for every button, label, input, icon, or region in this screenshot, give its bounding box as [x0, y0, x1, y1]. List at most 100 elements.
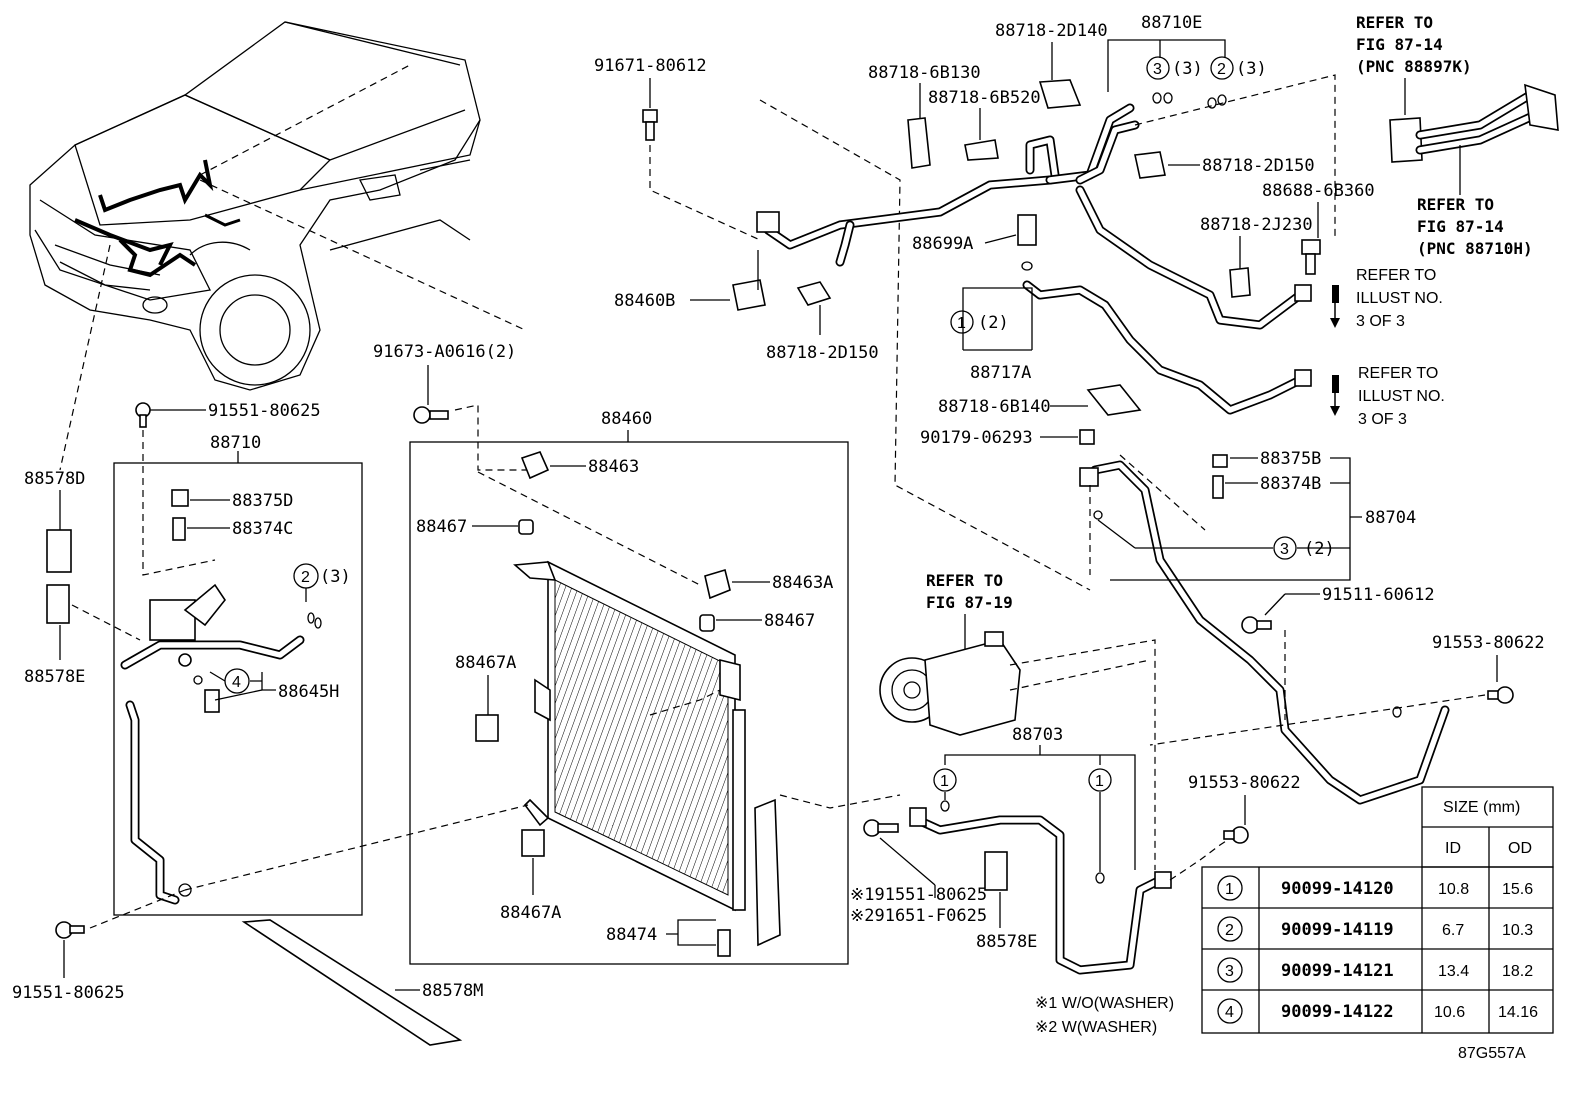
- size-table-col-od: OD: [1508, 840, 1532, 857]
- label-88467A-top: 88467A: [455, 653, 516, 673]
- label-90179-06293: 90179-06293: [920, 428, 1033, 448]
- bolt-91551-80625-top: [135, 402, 151, 428]
- label-88703: 88703: [1012, 725, 1063, 745]
- label-88578E-mid: 88578E: [976, 932, 1037, 952]
- switch-88645H: [204, 689, 220, 713]
- label-88474: 88474: [606, 925, 657, 945]
- figure-code: 87G557A: [1458, 1045, 1526, 1062]
- note-w-washer: ※2 W(WASHER): [1035, 1019, 1157, 1036]
- hose-suction: [756, 103, 1312, 330]
- ref4-line3: 3 OF 3: [1358, 411, 1407, 428]
- ref1-line3: (PNC 88897K): [1356, 57, 1472, 76]
- svg-text:1: 1: [1095, 773, 1104, 790]
- label-91553-80622-right: 91553-80622: [1432, 633, 1545, 653]
- label-88710E: 88710E: [1141, 13, 1202, 33]
- ref3-line1: REFER TO: [1356, 267, 1436, 284]
- callout-2-top-qty: (3): [1236, 59, 1267, 79]
- cushion-88467A-bottom: [521, 829, 545, 857]
- row1-od: 15.6: [1502, 881, 1533, 898]
- ref-fig-87-14-88897K: REFER TO FIG 87-14 (PNC 88897K): [1356, 13, 1559, 195]
- nut-91553-80622-mid: 91553-80622: [1188, 773, 1301, 844]
- bracket-88463A: [704, 568, 731, 600]
- label-88578M: 88578M: [422, 981, 483, 1001]
- label-88374C: 88374C: [232, 519, 293, 539]
- svg-text:3: 3: [1280, 541, 1289, 558]
- bolt-88688-6B360: 88688-6B360: [1262, 181, 1375, 275]
- bolt-91511-60612: 91511-60612: [1241, 585, 1435, 720]
- label-88718-6B130: 88718-6B130: [868, 63, 981, 83]
- svg-text:1: 1: [957, 315, 966, 332]
- ref-illust-3of3-a: REFER TO ILLUST NO. 3 OF 3: [1330, 267, 1443, 330]
- callout-1-left: [933, 768, 957, 792]
- label-88467-mid: 88467: [764, 611, 815, 631]
- callout-3-mid-qty: (2): [1304, 539, 1335, 559]
- clamp-88718-2J230: 88718-2J230: [1200, 215, 1313, 298]
- switch-88699A: 88699A: [912, 214, 1037, 271]
- size-row-2: 2 90099-14119 6.7 10.3: [1217, 916, 1533, 942]
- plug-88474: [717, 929, 731, 957]
- svg-text:2: 2: [1217, 61, 1226, 78]
- row1-id: 10.8: [1438, 881, 1469, 898]
- label-91671-80612: 91671-80612: [594, 56, 707, 76]
- condenser-core: [513, 560, 746, 912]
- size-table: SIZE (mm) ID OD 1 90099-14120 10.8 15.6 …: [1201, 786, 1554, 1034]
- row2-part: 90099-14119: [1281, 920, 1394, 940]
- group-88710: 88710 91551-80625 88375D 88374C 2: [113, 401, 363, 916]
- label-91551-80625-bot: 91551-80625: [12, 983, 125, 1003]
- label-291651-F0625: ※291651-F0625: [850, 906, 987, 926]
- label-91553-80622-mid: 91553-80622: [1188, 773, 1301, 793]
- bushing-88467-mid: [699, 614, 715, 632]
- hose-88704: 88375B 88374B 88704 3 (2): [1079, 449, 1450, 805]
- callout-2-top: [1210, 56, 1234, 80]
- ref-compressor-line2: FIG 87-19: [926, 593, 1013, 612]
- label-88718-6B140: 88718-6B140: [938, 397, 1051, 417]
- row1-no: 1: [1225, 881, 1234, 898]
- svg-text:3: 3: [1153, 61, 1162, 78]
- size-row-1: 1 90099-14120 10.8 15.6: [1217, 875, 1533, 901]
- callout-1-mid: [950, 310, 974, 334]
- label-88460: 88460: [601, 409, 652, 429]
- callout-2-left-qty: (3): [320, 567, 351, 587]
- label-88718-2J230: 88718-2J230: [1200, 215, 1313, 235]
- row3-od: 18.2: [1502, 963, 1533, 980]
- callout-3-mid: [1273, 536, 1297, 560]
- clamp-88718-6B130: 88718-6B130: [868, 63, 981, 169]
- row4-id: 10.6: [1434, 1004, 1465, 1021]
- size-row-4: 4 90099-14122 10.6 14.16: [1217, 998, 1538, 1024]
- label-88688-6B360: 88688-6B360: [1262, 181, 1375, 201]
- label-88374B: 88374B: [1260, 474, 1321, 494]
- callout-1-mid-qty: (2): [978, 313, 1009, 333]
- pad-88578E-left: 88578E: [24, 584, 141, 687]
- clamp-88718-6B520: 88718-6B520: [928, 88, 1041, 161]
- label-88718-2D150-mid: 88718-2D150: [766, 343, 879, 363]
- hose-88717A: 1 (2) 88717A: [950, 280, 1312, 415]
- label-88460B: 88460B: [614, 291, 675, 311]
- label-88463A: 88463A: [772, 573, 833, 593]
- row1-part: 90099-14120: [1281, 879, 1394, 899]
- bolt-91671-80612: 91671-80612: [594, 56, 761, 241]
- label-88578D: 88578D: [24, 469, 85, 489]
- label-91673-A0616: 91673-A0616(2): [373, 342, 516, 362]
- cushion-88467A-top: [475, 714, 499, 742]
- ref1-line1: REFER TO: [1356, 13, 1433, 32]
- vehicle-illustration: [29, 21, 526, 471]
- callout-1-right: [1088, 768, 1112, 792]
- box-88460: [409, 441, 849, 965]
- bolt-91673-A0616: [413, 406, 431, 424]
- cap-88375D: [171, 489, 189, 507]
- ref1-line2: FIG 87-14: [1356, 35, 1443, 54]
- svg-text:2: 2: [301, 569, 310, 586]
- row3-part: 90099-14121: [1281, 961, 1394, 981]
- clamp-88718-6B140: 88718-6B140: [938, 384, 1142, 417]
- label-88463: 88463: [588, 457, 639, 477]
- label-88467-top: 88467: [416, 517, 467, 537]
- clamp-88718-2D150-top: 88718-2D150: [1134, 151, 1315, 179]
- pad-88578E-mid: 88578E: [976, 851, 1037, 952]
- row4-no: 4: [1225, 1004, 1234, 1021]
- label-88717A: 88717A: [970, 363, 1031, 383]
- size-row-3: 3 90099-14121 13.4 18.2: [1217, 957, 1533, 983]
- bolt-91551-91651: ※191551-80625 ※291651-F0625: [850, 819, 987, 926]
- size-table-col-id: ID: [1445, 840, 1461, 857]
- ref2-line2: FIG 87-14: [1417, 217, 1504, 236]
